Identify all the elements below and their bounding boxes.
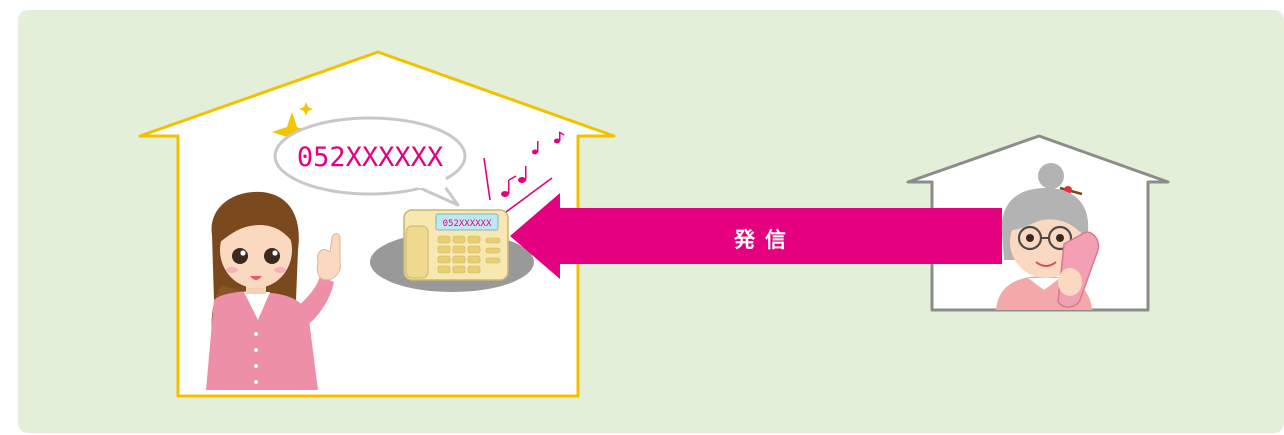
speech-bubble: 052XXXXXX (273, 116, 467, 207)
young-woman-figure (206, 191, 341, 390)
speech-bubble-number: 052XXXXXX (297, 142, 443, 173)
phone-display-number: 052XXXXXX (443, 219, 492, 229)
telephone-icon: 052XXXXXX (403, 209, 509, 281)
elderly-woman-figure (996, 163, 1100, 310)
call-arrow (510, 193, 1002, 279)
music-notes-icon (501, 131, 565, 197)
call-arrow-label: 発信 (734, 228, 796, 252)
ringing-lines (483, 157, 553, 213)
sparkle-icon (272, 102, 313, 152)
